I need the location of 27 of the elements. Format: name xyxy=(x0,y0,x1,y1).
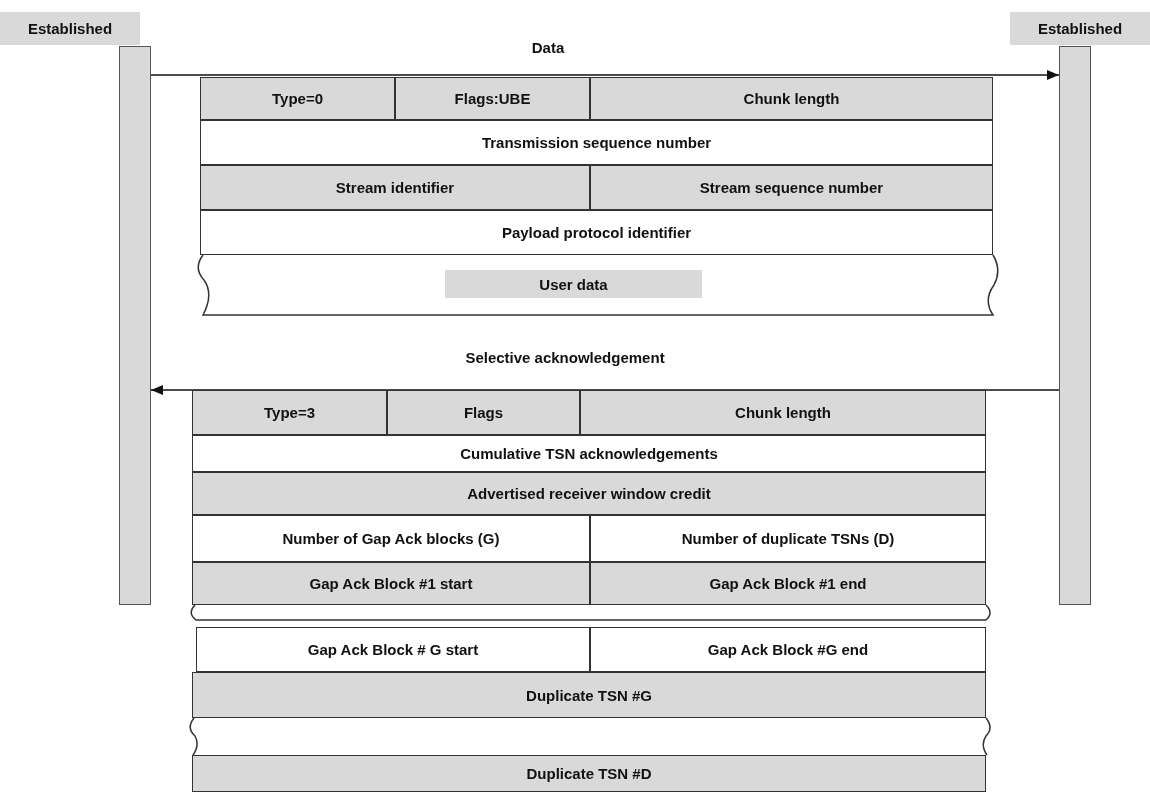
state-label: Established xyxy=(0,12,140,45)
message-arrow xyxy=(150,70,1060,80)
header-field: Chunk length xyxy=(580,390,986,435)
header-field: Gap Ack Block # G start xyxy=(196,627,590,672)
header-field: Number of duplicate TSNs (D) xyxy=(590,515,986,562)
header-field: Type=0 xyxy=(200,77,395,120)
header-field: Transmission sequence number xyxy=(200,120,993,165)
lifeline-bar xyxy=(1059,46,1091,605)
header-field: Type=3 xyxy=(192,390,387,435)
header-field: Gap Ack Block #G end xyxy=(590,627,986,672)
state-label: Established xyxy=(1010,12,1150,45)
header-field: Duplicate TSN #G xyxy=(192,672,986,718)
header-field: Gap Ack Block #1 start xyxy=(192,562,590,605)
header-field: Stream identifier xyxy=(200,165,590,210)
header-field: Chunk length xyxy=(590,77,993,120)
header-field: Flags xyxy=(387,390,580,435)
header-field: Duplicate TSN #D xyxy=(192,755,986,792)
header-field: Stream sequence number xyxy=(590,165,993,210)
header-field: Number of Gap Ack blocks (G) xyxy=(192,515,590,562)
header-field: Flags:UBE xyxy=(395,77,590,120)
header-field: Payload protocol identifier xyxy=(200,210,993,255)
header-field: Cumulative TSN acknowledgements xyxy=(192,435,986,472)
payload-field: User data xyxy=(445,270,702,298)
header-field: Advertised receiver window credit xyxy=(192,472,986,515)
header-field: Gap Ack Block #1 end xyxy=(590,562,986,605)
lifeline-bar xyxy=(119,46,151,605)
message-arrow xyxy=(150,385,1060,395)
